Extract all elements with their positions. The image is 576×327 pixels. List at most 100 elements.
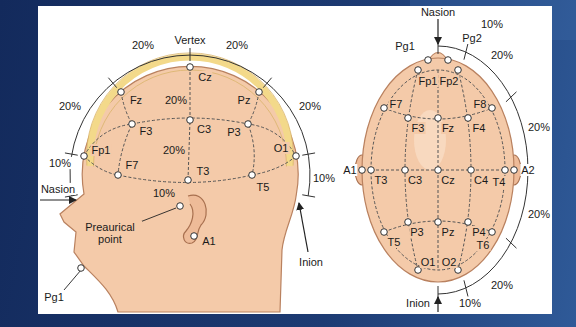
electrode-dot	[381, 229, 388, 236]
tick	[263, 78, 271, 88]
electrode-label: Cz	[197, 71, 212, 83]
electrode-dot	[489, 229, 496, 236]
electrode-label: Pz	[441, 226, 456, 238]
electrode-dot	[445, 57, 452, 64]
electrode-dot	[502, 167, 509, 174]
percent-label: 20%	[490, 279, 514, 291]
electrode-dot	[435, 167, 442, 174]
electrode-label: T5	[256, 181, 271, 193]
tick	[506, 92, 517, 102]
head-skin	[60, 66, 298, 312]
electrode-label: P3	[226, 126, 241, 138]
electrode-label: F3	[411, 122, 426, 134]
electrode-label: T6	[476, 239, 491, 251]
side-view-head	[40, 48, 315, 312]
electrode-label: O1	[420, 256, 437, 268]
electrode-label: T3	[374, 174, 389, 186]
electrode-label: Cz	[440, 174, 455, 186]
percent-label: 20%	[527, 208, 551, 220]
landmark-label: Inion	[298, 256, 324, 268]
head-skin	[362, 58, 514, 282]
tick	[302, 153, 315, 155]
electrode-dot	[293, 153, 300, 160]
electrode-label: Fz	[441, 122, 455, 134]
measure-ticks	[438, 37, 535, 303]
percent-label: 20%	[527, 121, 551, 133]
drawing-part	[84, 156, 296, 183]
electrode-label: Pg1	[43, 291, 65, 303]
tick	[302, 195, 315, 197]
electrode-label: F7	[389, 98, 404, 110]
electrode-label: Pz	[237, 94, 252, 106]
inion-arrow	[437, 297, 438, 312]
percent-label: 10%	[152, 187, 176, 199]
electrode-dot	[359, 167, 366, 174]
electrode-label: C4	[473, 174, 489, 186]
tick	[464, 280, 468, 296]
landmark-label: Vertex	[173, 34, 206, 46]
electrode-label: Pg2	[461, 32, 483, 44]
tick	[65, 195, 78, 197]
measure-arc	[70, 55, 310, 196]
electrodes	[78, 57, 518, 274]
electrode-label: T3	[196, 165, 211, 177]
electrode-dot	[129, 121, 136, 128]
inion-arrow	[299, 203, 308, 252]
electrode-dot	[185, 177, 192, 184]
electrode-label: F4	[472, 122, 487, 134]
electrode-dot	[435, 115, 442, 122]
electrode-label: Pg1	[394, 40, 416, 52]
electrode-label: P4	[471, 226, 486, 238]
electrode-dot	[465, 115, 472, 122]
percent-label: 20%	[162, 144, 186, 156]
electrode-label: C3	[407, 174, 423, 186]
landmark-label: Nasion	[40, 183, 76, 195]
landmark-label: Inion	[405, 297, 431, 309]
percent-label: 10%	[480, 18, 504, 30]
electrode-label: A1	[342, 164, 357, 176]
electrode-dot	[405, 115, 412, 122]
electrode-dot	[465, 219, 472, 226]
electrode-lines	[371, 70, 505, 270]
electrode-dot	[187, 64, 194, 71]
electrode-dot	[381, 105, 388, 112]
percent-label: 20%	[131, 39, 155, 51]
electrode-dot	[191, 233, 198, 240]
electrode-dot	[115, 172, 122, 179]
electrode-dot	[368, 167, 375, 174]
percent-label: 10%	[312, 172, 336, 184]
white-panel	[38, 6, 552, 314]
percent-label: 10%	[48, 157, 72, 169]
electrode-dot	[455, 67, 462, 74]
electrode-label: T4	[492, 176, 507, 188]
electrode-dot	[511, 167, 518, 174]
drawing-part	[371, 70, 505, 270]
electrode-dot	[402, 167, 409, 174]
electrode-label: F7	[125, 159, 140, 171]
electrode-label: A1	[201, 235, 216, 247]
top-view-head	[355, 19, 535, 312]
electrode-label: Fp2	[439, 75, 460, 87]
tick	[506, 238, 517, 248]
electrode-label: A2	[520, 164, 535, 176]
electrode-dot	[425, 57, 432, 64]
electrode-label: O1	[273, 142, 290, 154]
tick	[108, 78, 116, 88]
electrode-dot	[177, 203, 184, 210]
nasion-arrow	[437, 19, 438, 44]
electrode-lines	[84, 67, 296, 183]
electrode-dot	[256, 89, 263, 96]
percent-label: 20%	[58, 100, 82, 112]
percent-label: 20%	[298, 100, 322, 112]
measure-ticks	[65, 48, 315, 197]
percent-label: 20%	[490, 49, 514, 61]
electrode-dot	[78, 265, 85, 272]
percent-label: 20%	[164, 94, 188, 106]
electrode-label: Fp1	[91, 144, 112, 156]
measure-arc	[438, 46, 528, 294]
landmark-label: Preaurical point	[78, 221, 142, 245]
tick	[190, 48, 191, 61]
nasion-arrow	[40, 199, 76, 200]
leader-line	[64, 270, 81, 290]
